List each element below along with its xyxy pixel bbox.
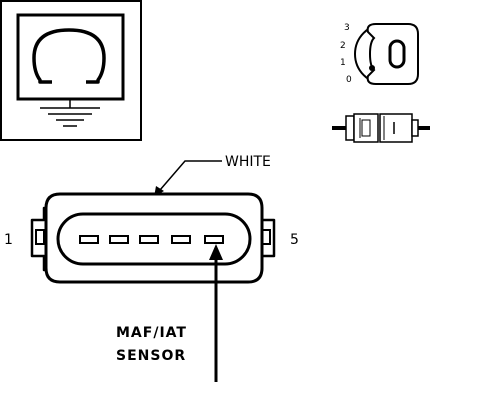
ignition-key-icon: 3 2 1 0 [340, 23, 419, 85]
pin-cavity-4 [171, 235, 191, 244]
key-position-2: 2 [340, 41, 346, 51]
wire-color-label: WHITE [225, 154, 271, 170]
pin-cavity-1 [79, 235, 99, 244]
pin-number-right: 5 [290, 232, 299, 248]
pin-cavity-5 [204, 235, 224, 244]
disconnected-connector-icon [332, 113, 430, 143]
sensor-label-line2: SENSOR [116, 348, 186, 364]
pin-cavity-2 [109, 235, 129, 244]
pin-cavity-3 [139, 235, 159, 244]
sensor-label-line1: MAF/IAT [116, 325, 187, 341]
ohmmeter-icon [0, 0, 142, 141]
probe-arrow [209, 244, 223, 382]
maf-iat-connector [30, 192, 276, 284]
key-position-1: 1 [340, 58, 346, 68]
pin-number-left: 1 [4, 232, 13, 248]
key-position-0: 0 [346, 75, 352, 85]
wire-color-callout: WHITE [154, 154, 271, 197]
key-position-3: 3 [344, 23, 350, 33]
